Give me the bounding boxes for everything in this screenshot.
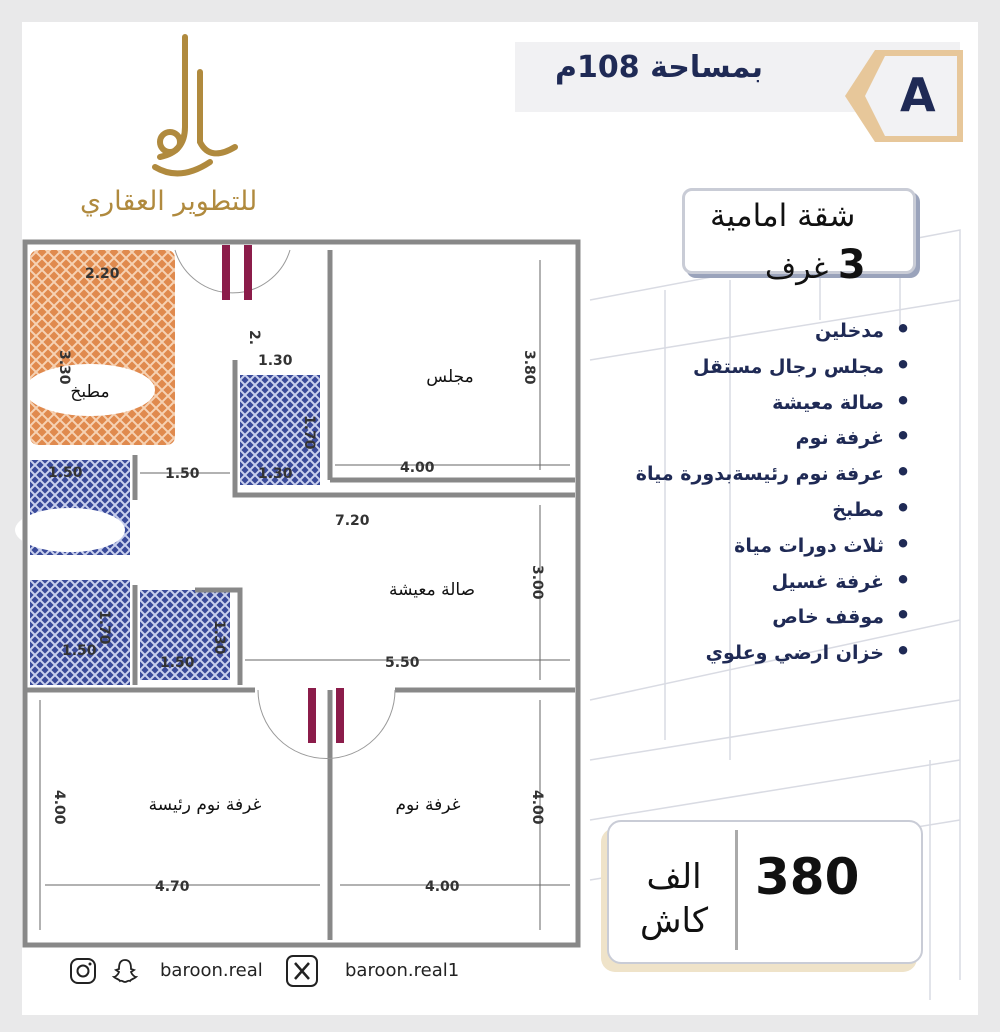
floor-plan: 2.20 3.30 2. 1.30 1.70 1.30 1.50 1.50 4.… — [15, 239, 581, 948]
room-kitchen-label: مطبخ — [70, 382, 109, 402]
dim-bed-width: 4.00 — [425, 879, 460, 895]
feature-item: عرفة نوم رئيسةبدورة مياة — [636, 455, 922, 491]
features-list: مدخلين مجلس رجال مستقل صالة معيشة غرفة ن… — [636, 312, 922, 670]
door-leaves — [222, 245, 344, 743]
price-unit-label: الف — [646, 857, 702, 897]
dim-master-width: 4.70 — [155, 879, 190, 895]
price-payment-label: كاش — [640, 901, 709, 941]
price-divider — [735, 830, 738, 950]
apartment-type: شقة امامية — [710, 198, 856, 234]
doors — [174, 249, 396, 759]
dim-bath1-bottom: 1.30 — [258, 466, 293, 482]
feature-item: مدخلين — [636, 312, 922, 348]
social-handle-x[interactable]: baroon.real1 — [345, 960, 460, 981]
dim-master-height: 4.00 — [51, 790, 67, 825]
dimension-lines — [39, 260, 570, 930]
dim-living-bottom: 5.50 — [385, 655, 420, 671]
area-label: بمساحة 108م — [555, 50, 764, 85]
instagram-icon[interactable] — [68, 956, 98, 986]
dim-living-width: 7.20 — [335, 513, 370, 529]
room-master-bedroom-label: غرفة نوم رئيسة — [149, 795, 262, 815]
dim-corridor: 2. — [246, 330, 262, 345]
dim-bed-height: 4.00 — [529, 790, 545, 825]
dim-bath3-height: 1.30 — [211, 620, 227, 655]
feature-item: موقف خاص — [636, 598, 922, 634]
dim-kitchen-width: 2.20 — [85, 266, 120, 282]
dim-kitchen-height: 3.30 — [56, 350, 72, 385]
social-handle-instagram-snapchat[interactable]: baroon.real — [160, 960, 263, 981]
rooms-number: 3 — [837, 242, 866, 288]
bath-3 — [30, 580, 130, 685]
walls — [22, 239, 581, 948]
price-box — [607, 820, 923, 964]
dim-living-height: 3.00 — [529, 565, 545, 600]
feature-item: ثلاث دورات مياة — [636, 527, 922, 563]
dim-majlis-height: 3.80 — [521, 350, 537, 385]
dim-bath2: 1.50 — [48, 465, 83, 481]
feature-item: خزان ارضي وعلوي — [636, 634, 922, 670]
feature-item: صالة معيشة — [636, 384, 922, 420]
apartment-type-box — [682, 188, 916, 274]
price-value: 380 — [755, 848, 860, 906]
room-bedroom-label: غرفة نوم — [396, 795, 461, 815]
feature-item: غرفة غسيل — [636, 563, 922, 599]
dim-bath1-height: 1.70 — [301, 415, 317, 450]
feature-item: مطبخ — [636, 491, 922, 527]
dim-hall-gap: 1.50 — [165, 466, 200, 482]
dim-bath4-width: 1.50 — [62, 643, 97, 659]
unit-badge — [845, 50, 963, 142]
rooms-fill — [15, 250, 320, 685]
room-living-label: صالة معيشة — [389, 580, 475, 600]
dim-bath1-width: 1.30 — [258, 353, 293, 369]
price-unit: الف كاش — [640, 855, 708, 943]
logo-mark — [152, 34, 238, 177]
logo-tagline: للتطوير العقاري — [80, 186, 258, 217]
x-icon[interactable] — [285, 954, 319, 988]
bath-4 — [140, 590, 230, 680]
feature-item: غرفة نوم — [636, 419, 922, 455]
dim-bath3-width: 1.50 — [160, 655, 195, 671]
dim-bath4: 1.70 — [96, 610, 112, 645]
room-majlis-label: مجلس — [426, 367, 473, 387]
dim-majlis-width: 4.00 — [400, 460, 435, 476]
bath-1 — [240, 375, 320, 485]
feature-item: مجلس رجال مستقل — [636, 348, 922, 384]
rooms-label: غرف — [765, 251, 829, 286]
unit-letter: A — [900, 68, 936, 122]
rooms-count: 3 غرف — [765, 242, 866, 288]
snapchat-icon[interactable] — [110, 956, 140, 986]
